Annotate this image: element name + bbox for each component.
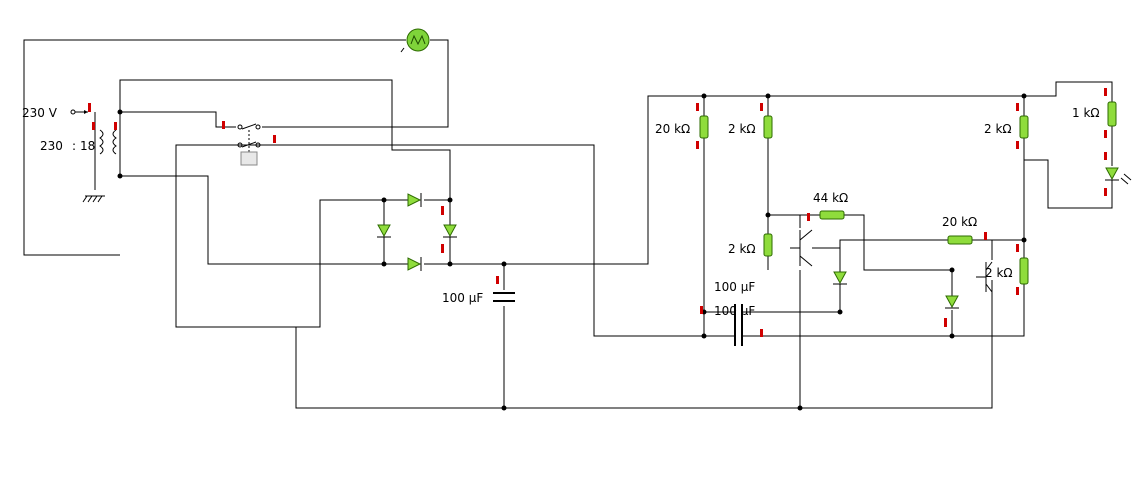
source-voltage-label: 230 V bbox=[22, 106, 58, 120]
resistor-r3: 2 kΩ bbox=[728, 233, 773, 257]
r5-label: 20 kΩ bbox=[942, 215, 977, 229]
transistor-q1 bbox=[790, 229, 813, 267]
bridge-diode-left bbox=[377, 224, 391, 238]
r1-label: 20 kΩ bbox=[655, 122, 690, 136]
bridge-diode-top bbox=[407, 193, 422, 207]
transformer-ratio-right: 18 bbox=[80, 139, 95, 153]
r3-label: 2 kΩ bbox=[728, 242, 756, 256]
resistor-r4: 44 kΩ bbox=[807, 191, 848, 221]
transformer-ratio-left: 230 bbox=[40, 139, 63, 153]
cap-timer-label: 100 µF bbox=[714, 280, 755, 294]
transformer-ratio-sep: : bbox=[72, 139, 76, 153]
cap-timer-overlap-label: 100 µF bbox=[714, 304, 755, 318]
resistor-r2: 2 kΩ bbox=[728, 103, 773, 139]
timer-capacitor: 100 µF 100 µF bbox=[700, 280, 763, 346]
r2-label: 2 kΩ bbox=[728, 122, 756, 136]
resistor-r6: 2 kΩ bbox=[985, 244, 1029, 295]
r8-label: 1 kΩ bbox=[1072, 106, 1100, 120]
r4-label: 44 kΩ bbox=[813, 191, 848, 205]
main-capacitor: 100 µF bbox=[442, 276, 515, 305]
resistor-r5: 20 kΩ bbox=[942, 215, 987, 245]
resistor-r1: 20 kΩ bbox=[655, 103, 709, 149]
diode-q2-base bbox=[944, 295, 959, 327]
junction-dots bbox=[117, 93, 1027, 411]
diode-q1-emitter bbox=[833, 271, 847, 285]
resistor-r8: 1 kΩ bbox=[1072, 88, 1117, 138]
led-icon bbox=[1104, 152, 1132, 196]
transistor-q2 bbox=[976, 261, 993, 293]
ground-icon bbox=[82, 195, 105, 203]
resistor-r7: 2 kΩ bbox=[984, 103, 1029, 149]
bridge-diode-bottom bbox=[407, 257, 422, 271]
transformer: 230 : 18 bbox=[40, 112, 121, 176]
r7-label: 2 kΩ bbox=[984, 122, 1012, 136]
lamp-icon bbox=[400, 28, 430, 53]
cap-main-label: 100 µF bbox=[442, 291, 483, 305]
r6-label: 2 kΩ bbox=[985, 266, 1013, 280]
switch-icon[interactable] bbox=[222, 121, 276, 166]
bridge-diode-right bbox=[441, 206, 457, 253]
